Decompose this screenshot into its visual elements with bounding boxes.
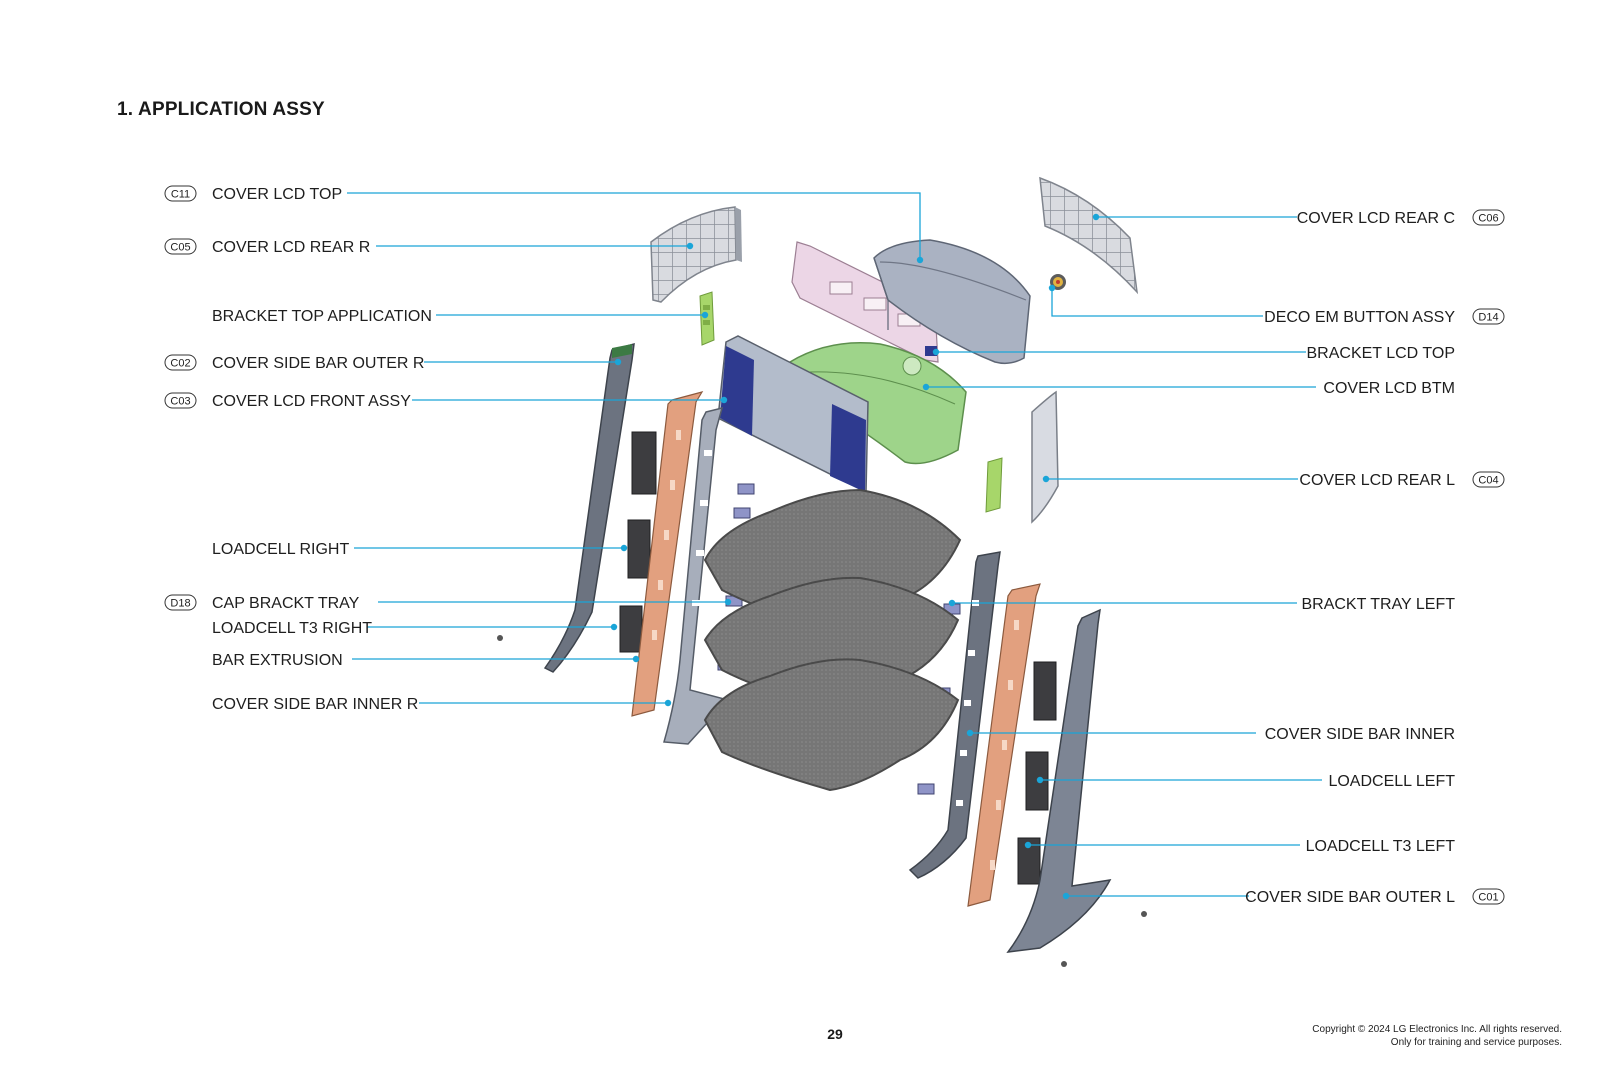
part-label: COVER SIDE BAR INNER R (212, 696, 418, 713)
label-loadcell-left: LOADCELL LEFT (1328, 773, 1455, 790)
copyright-notice: Copyright © 2024 LG Electronics Inc. All… (1312, 1023, 1562, 1049)
label-bracket-lcd-top: BRACKET LCD TOP (1307, 345, 1456, 362)
part-label: LOADCELL RIGHT (212, 541, 349, 558)
label-cover-side-bar-inner-r: COVER SIDE BAR INNER R (212, 696, 418, 713)
part-label: LOADCELL T3 RIGHT (212, 620, 372, 637)
cover-side-bar-outer-l-part (1006, 608, 1112, 953)
part-code: D18 (170, 598, 190, 610)
copyright-line: Copyright © 2024 LG Electronics Inc. All… (1312, 1024, 1562, 1035)
bracket-green-left-part (985, 457, 1003, 513)
leader-lines (347, 192, 1322, 900)
label-cover-side-bar-outer-l: COVER SIDE BAR OUTER L C01 (1245, 888, 1505, 906)
part-label: BAR EXTRUSION (212, 652, 343, 669)
part-label: COVER LCD REAR R (212, 239, 370, 256)
part-label: COVER SIDE BAR INNER (1265, 726, 1455, 743)
label-loadcell-t3-left: LOADCELL T3 LEFT (1306, 838, 1456, 855)
tray-bottom-part (703, 658, 960, 792)
label-cap-brackt-tray: D18 CAP BRACKT TRAY (164, 594, 360, 612)
part-code: C05 (170, 242, 190, 254)
label-cover-lcd-front-assy: C03 COVER LCD FRONT ASSY (164, 392, 411, 410)
part-code: C04 (1478, 475, 1498, 487)
part-label: COVER LCD REAR L (1299, 472, 1455, 489)
part-code: C06 (1478, 213, 1498, 225)
right-labels: COVER LCD REAR C C06 DECO EM BUTTON ASSY… (1245, 209, 1505, 906)
part-label: BRACKET TOP APPLICATION (212, 308, 432, 325)
part-code: C03 (170, 396, 190, 408)
part-label: COVER SIDE BAR OUTER L (1245, 889, 1455, 906)
part-label: COVER LCD TOP (212, 186, 342, 203)
part-code: C02 (170, 358, 190, 370)
label-cover-side-bar-outer-r: C02 COVER SIDE BAR OUTER R (164, 354, 424, 372)
label-brackt-tray-left: BRACKT TRAY LEFT (1301, 596, 1455, 613)
part-label: LOADCELL LEFT (1328, 773, 1455, 790)
cover-lcd-rear-r-part (650, 206, 742, 303)
label-cover-side-bar-inner: COVER SIDE BAR INNER (1265, 726, 1455, 743)
part-code: C01 (1478, 892, 1498, 904)
label-cover-lcd-rear-r: C05 COVER LCD REAR R (164, 238, 370, 256)
label-bar-extrusion: BAR EXTRUSION (212, 652, 343, 669)
cover-lcd-rear-c-part (1039, 176, 1139, 295)
page-title: 1. APPLICATION ASSY (117, 99, 325, 120)
loadcell-left-part (1017, 661, 1057, 885)
part-label: DECO EM BUTTON ASSY (1264, 309, 1455, 326)
cover-side-bar-outer-r-part (543, 342, 635, 673)
part-label: COVER LCD REAR C (1297, 210, 1455, 227)
label-cover-lcd-rear-c: COVER LCD REAR C C06 (1297, 209, 1505, 227)
loadcell-right-part (619, 431, 657, 653)
bar-extrusion-l-part (967, 583, 1041, 907)
bracket-top-application-part (699, 291, 715, 346)
cover-lcd-top-part (873, 239, 1031, 365)
label-loadcell-t3-right: LOADCELL T3 RIGHT (212, 620, 372, 637)
cover-side-bar-inner-r-part (663, 406, 730, 745)
label-cover-lcd-rear-l: COVER LCD REAR L C04 (1299, 471, 1505, 489)
usage-note: Only for training and service purposes. (1390, 1037, 1562, 1048)
label-cover-lcd-top: C11 COVER LCD TOP (164, 185, 342, 203)
label-loadcell-right: LOADCELL RIGHT (212, 541, 349, 558)
cover-lcd-rear-l-part (1031, 390, 1059, 524)
page-number: 29 (827, 1026, 843, 1042)
label-cover-lcd-btm: COVER LCD BTM (1323, 380, 1455, 397)
part-label: COVER LCD BTM (1323, 380, 1455, 397)
part-label: CAP BRACKT TRAY (212, 595, 360, 612)
screw-parts (497, 635, 1147, 967)
label-deco-em-button-assy: DECO EM BUTTON ASSY D14 (1264, 308, 1505, 326)
bracket-lcd-top-part (791, 241, 939, 363)
part-code: D14 (1478, 312, 1498, 324)
part-label: BRACKET LCD TOP (1307, 345, 1456, 362)
part-label: LOADCELL T3 LEFT (1306, 838, 1456, 855)
bar-extrusion-r-part (631, 391, 704, 717)
label-bracket-top-application: BRACKET TOP APPLICATION (212, 308, 432, 325)
part-label: COVER LCD FRONT ASSY (212, 393, 411, 410)
left-labels: C11 COVER LCD TOP C05 COVER LCD REAR R B… (164, 185, 432, 713)
part-label: COVER SIDE BAR OUTER R (212, 355, 424, 372)
part-code: C11 (171, 189, 190, 201)
part-label: BRACKT TRAY LEFT (1301, 596, 1455, 613)
cover-lcd-front-assy-part (717, 335, 869, 504)
